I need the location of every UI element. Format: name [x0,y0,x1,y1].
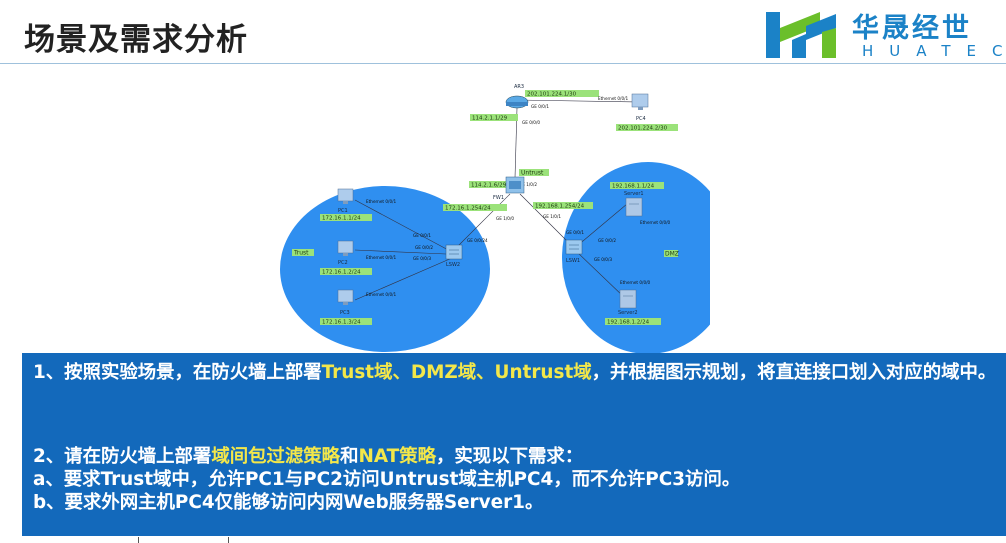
fw-port-right: GE 1/0/1 [543,214,561,219]
req2-highlight-2: NAT策略 [358,446,436,467]
req1-text-b: ，并根据图示规划，将直连接口划入对应的域中。 [591,362,997,383]
trust-zone-label: Trust [293,250,309,257]
pc1-computer-icon [337,188,354,204]
ar3-ip-left: 114.2.1.1/29 [472,116,508,122]
server2-label: Server2 [618,310,638,316]
requirement-1: 1、按照实验场景，在防火墙上部署Trust域、DMZ域、Untrust域，并根据… [33,362,998,385]
lsw1-port-2: GE 0/0/2 [598,238,616,243]
pc3-port: Ethernet 0/0/1 [366,292,397,297]
server1-port: Ethernet 0/0/0 [640,220,671,225]
switch-lsw1 [565,239,583,255]
server2-icon [619,289,637,309]
huatec-logo-mark [766,12,836,58]
server1-ip: 192.168.1.1/24 [612,184,655,190]
pc2-port: Ethernet 0/0/1 [366,255,397,260]
req1-text-a: 1、按照实验场景，在防火墙上部署 [33,362,322,383]
pc4-port: Ethernet 0/0/1 [598,96,629,101]
pc1-label: PC1 [338,208,348,214]
lsw1-label: LSW1 [566,258,580,264]
lsw1-port-3: GE 0/0/3 [594,257,612,262]
pc4-ip: 202.101.224.2/30 [618,126,668,132]
server1-label: Server1 [624,191,644,197]
requirement-2: 2、请在防火墙上部署域间包过滤策略和NAT策略，实现以下需求： [33,446,998,469]
header-divider [0,63,1006,64]
server2-port: Ethernet 0/0/0 [620,280,651,285]
lsw1-port-1: GE 0/0/1 [566,230,584,235]
page-title: 场景及需求分析 [24,22,248,58]
footer-tab-edge-left [138,537,139,543]
pc1-ip: 172.16.1.1/24 [322,216,361,222]
req1-highlight: Trust域、DMZ域、Untrust域 [321,362,592,383]
pc3-computer-icon [337,289,354,305]
dmz-zone-label: DMZ [665,251,679,258]
router-ar3 [505,95,529,109]
fw1-label: FW1 [493,195,504,201]
pc4-computer-icon [631,93,649,110]
logo-english-text: HUATEC [862,42,1006,60]
pc4-label: PC4 [636,116,646,122]
lsw2-port-1: GE 0/0/1 [413,233,431,238]
ar3-label: AR3 [514,84,524,90]
pc3-ip: 172.16.1.3/24 [322,320,361,326]
footer-tab-edge-right [228,537,229,543]
pc2-computer-icon [337,240,354,256]
ar3-ip-right: 202.101.224.1/30 [527,92,577,98]
requirements-panel: 1、按照实验场景，在防火墙上部署Trust域、DMZ域、Untrust域，并根据… [22,353,1006,536]
pc2-ip: 172.16.1.2/24 [322,270,361,276]
network-topology: AR3 202.101.224.1/30 GE 0/0/1 114.2.1.1/… [280,84,710,354]
lsw2-label: LSW2 [446,262,460,268]
req2-text-a: 2、请在防火墙上部署 [33,446,212,467]
req2-highlight-1: 域间包过滤策略 [211,446,341,467]
server2-ip: 192.168.1.2/24 [607,320,650,326]
server1-icon [625,197,643,217]
logo-chinese-text: 华晟经世 [852,13,972,44]
requirement-b: b、要求外网主机PC4仅能够访问内网Web服务器Server1。 [33,492,544,513]
dmz-zone [562,162,710,354]
fw-ip-up: 114.2.1.6/29 [471,183,507,189]
trust-zone [280,186,490,352]
fw-ip-left: 172.16.1.254/24 [445,206,491,212]
fw-port-up: GE 1/0/2 [519,182,537,187]
fw-ip-right: 192.168.1.254/24 [535,204,585,210]
firewall-fw1 [505,176,525,194]
lsw2-port-2: GE 0/0/2 [415,245,433,250]
untrust-zone-label: Untrust [521,170,544,177]
ar3-port-down: GE 0/0/0 [522,120,540,125]
requirement-a: a、要求Trust域中，允许PC1与PC2访问Untrust域主机PC4，而不允… [33,469,741,490]
fw-port-left: GE 1/0/0 [496,216,514,221]
ar3-port-top: GE 0/0/1 [531,104,549,109]
pc1-port: Ethernet 0/0/1 [366,199,397,204]
switch-lsw2 [445,244,463,260]
req2-text-b: ，实现以下需求： [436,446,584,467]
lsw2-port-3: GE 0/0/3 [413,256,431,261]
pc2-label: PC2 [338,260,348,266]
pc3-label: PC3 [340,310,350,316]
req2-text-mid: 和 [340,446,359,467]
lsw2-port-up: GE 0/0/24 [467,238,488,243]
